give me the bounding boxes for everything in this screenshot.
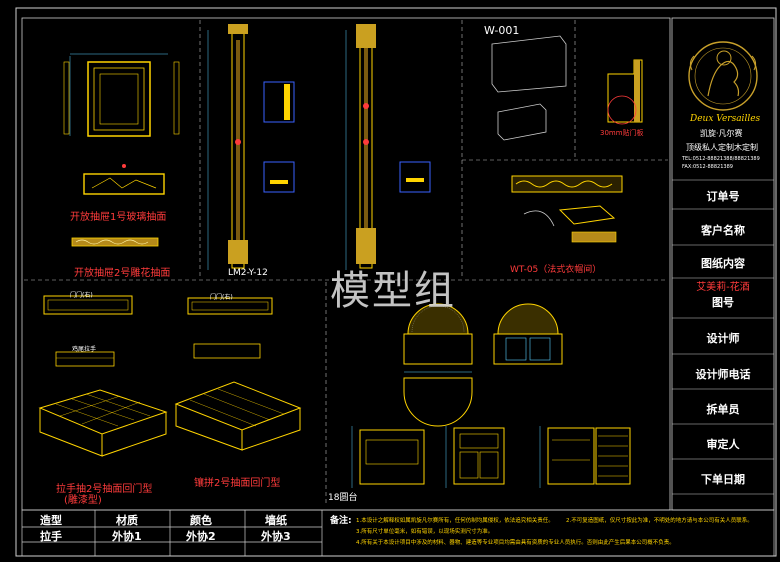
label-drawer-1: 开放抽屉1号玻璃抽面 [70,212,167,223]
label-wt05: WT-05（法式衣帽间） [510,265,602,275]
notes-label: 备注: [330,516,352,526]
label-profile: 30mm贴门板 [600,129,644,137]
logo-fax: FAX:0512-88821389 [682,164,733,170]
drawer-plan-left [38,295,168,457]
post-elevation-left [207,24,295,270]
logo-tel: TEL:0512-88821388/88821389 [682,156,760,162]
note-3: 3.所有尺寸单位毫米，如有错误，以现场实测尺寸为准。 [356,529,494,535]
label-dim-a: 门门(右) [70,292,93,299]
post-elevation-right [345,24,431,270]
brand-logo [688,41,758,111]
cabinet-elevations [351,426,631,488]
moulding-profile [607,59,643,125]
watermark-text: 模型组 [330,268,456,314]
title-drawing-no: 图号 [712,296,734,309]
note-2: 2.不可复造图纸，仅尺寸按此为准，不明处的地方请与本公司有关人员联系。 [566,518,753,524]
label-dim-c: 鸡尾拉手 [72,346,97,353]
section-dividers [24,20,668,505]
note-1: 1.本设计之解释权如属凯旋凡尔赛所有，任何仿制均属侵权，依法追究相关责任。 [356,518,554,524]
drawer-plan-right [174,297,302,451]
title-customer: 客户名称 [701,224,745,237]
drawer-front-elevation [63,53,180,137]
glass-drawer-elevation [83,164,165,195]
logo-brand-cn: 凯旋·凡尔赛 [700,129,743,138]
title-approver: 审定人 [706,438,740,451]
table-cell-outsource-3: 外协3 [261,530,291,543]
round-table-plan [403,303,563,427]
title-content-value: 艾美莉-花酒 [696,282,750,293]
title-checker: 拆单员 [706,403,740,416]
table-header-material: 材质 [116,514,138,527]
title-designer: 设计师 [706,332,740,345]
label-w001: W-001 [484,24,520,37]
table-header-wallpaper: 墙纸 [265,514,287,527]
label-door-1b: (雕漆型) [64,495,102,506]
table-cell-outsource-1: 外协1 [112,530,142,543]
logo-tagline: 顶级私人定制木定制 [686,143,758,152]
bottom-table [21,509,775,557]
table-header-shape: 造型 [40,514,62,527]
panel-w001 [491,35,567,141]
logo-brand-en: Deux Versailles [690,114,761,124]
title-content: 图纸内容 [701,257,745,270]
title-block-rows [672,208,774,495]
note-4: 4.所有关于本设计项目中涉及的材料、器物、建造等专业项目均需由具有资质的专业人员… [356,540,675,546]
crown-moulding-wt05 [511,175,623,243]
label-lm2: LM2-Y-12 [228,268,268,278]
label-door-1: 拉手抽2号抽面回门型 [56,484,153,495]
title-order-no: 订单号 [706,190,740,203]
table-cell-handle: 拉手 [40,530,62,543]
carved-drawer-elevation [71,237,159,247]
label-drawer-2: 开放抽屉2号雕花抽面 [74,268,171,279]
label-dim-b: 门门(右) [210,294,233,301]
table-cell-outsource-2: 外协2 [186,530,216,543]
table-header-color: 颜色 [190,514,212,527]
label-round-table: 18圆台 [328,493,358,503]
title-date: 下单日期 [701,473,745,486]
label-door-2: 镶拼2号抽面回门型 [194,478,281,489]
title-designer-phone: 设计师电话 [695,368,751,381]
